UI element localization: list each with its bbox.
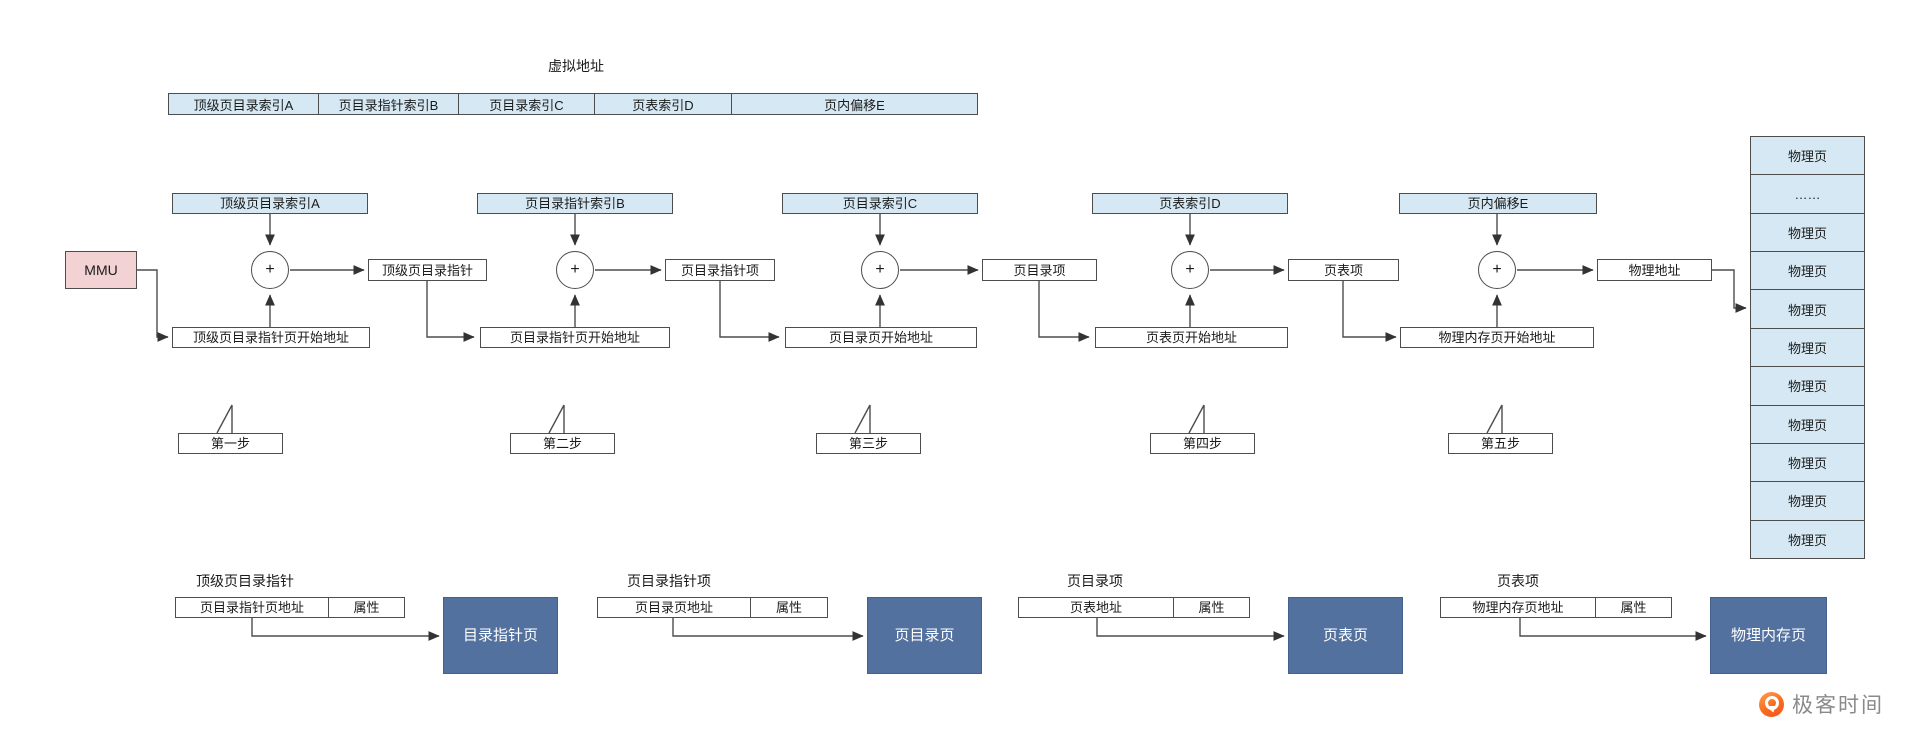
physical-page-row: 物理页	[1751, 212, 1864, 251]
physical-page-row-ellipsis: ……	[1751, 174, 1864, 212]
stage3-step-callout: 第三步	[816, 433, 921, 454]
geektime-logo-icon	[1759, 691, 1784, 717]
physical-page-row: 物理页	[1751, 251, 1864, 289]
physical-page-column: 物理页 …… 物理页 物理页 物理页 物理页 物理页 物理页 物理页 物理页 物…	[1750, 136, 1865, 559]
entry1-address-cell: 页目录指针页地址	[175, 597, 329, 618]
stage4-plus-circle: +	[1171, 251, 1209, 289]
entry2-attr-cell: 属性	[750, 597, 828, 618]
stage1-result-box: 顶级页目录指针	[368, 259, 487, 281]
entry2-target-page: 页目录页	[867, 597, 982, 674]
physical-page-row: 物理页	[1751, 366, 1864, 404]
entry3-attr-cell: 属性	[1173, 597, 1250, 618]
stage2-index-box: 页目录指针索引B	[477, 193, 673, 214]
va-segment-top-dir-index: 顶级页目录索引A	[193, 97, 294, 113]
entry4-address-cell: 物理内存页地址	[1440, 597, 1596, 618]
entry3-title: 页目录项	[1067, 573, 1123, 589]
va-segment-table-index: 页表索引D	[594, 94, 731, 114]
entry4-title: 页表项	[1497, 573, 1539, 589]
stage4-base-box: 页表页开始地址	[1095, 327, 1288, 348]
stage4-result-box: 页表项	[1288, 259, 1399, 281]
physical-page-row: 物理页	[1751, 327, 1864, 366]
entry1-target-page: 目录指针页	[443, 597, 558, 674]
stage3-result-box: 页目录项	[982, 259, 1097, 281]
entry4-attr-cell: 属性	[1595, 597, 1672, 618]
stage2-plus-circle: +	[556, 251, 594, 289]
va-segment-dir-index: 页目录索引C	[458, 94, 594, 114]
stage3-plus-circle: +	[861, 251, 899, 289]
va-segment-offset: 页内偏移E	[731, 94, 977, 114]
stage3-index-box: 页目录索引C	[782, 193, 978, 214]
stage1-base-box: 顶级页目录指针页开始地址	[172, 327, 370, 348]
stage5-step-callout: 第五步	[1448, 433, 1553, 454]
mmu-box: MMU	[65, 251, 137, 289]
entry2-address-cell: 页目录页地址	[597, 597, 751, 618]
physical-page-row: 物理页	[1751, 481, 1864, 519]
entry4-target-page: 物理内存页	[1710, 597, 1827, 674]
virtual-address-title: 虚拟地址	[548, 58, 604, 74]
geektime-logo: 极客时间	[1759, 689, 1884, 719]
stage1-index-box: 顶级页目录索引A	[172, 193, 368, 214]
stage3-base-box: 页目录页开始地址	[785, 327, 977, 348]
stage4-step-callout: 第四步	[1150, 433, 1255, 454]
stage2-step-callout: 第二步	[510, 433, 615, 454]
stage4-index-box: 页表索引D	[1092, 193, 1288, 214]
stage5-result-box: 物理地址	[1597, 259, 1712, 281]
physical-page-row-pointed: 物理页	[1751, 289, 1864, 327]
physical-page-row: 物理页	[1787, 149, 1827, 165]
entry1-attr-cell: 属性	[328, 597, 405, 618]
physical-page-row: 物理页	[1751, 519, 1864, 558]
stage5-index-box: 页内偏移E	[1399, 193, 1597, 214]
va-segment-dir-ptr-index: 页目录指针索引B	[318, 94, 458, 114]
virtual-address-bar: 顶级页目录索引A 页目录指针索引B 页目录索引C 页表索引D 页内偏移E	[168, 93, 978, 115]
stage1-step-callout: 第一步	[178, 433, 283, 454]
physical-page-row: 物理页	[1751, 404, 1864, 443]
entry1-title: 顶级页目录指针	[196, 573, 294, 589]
stage1-plus-circle: +	[251, 251, 289, 289]
stage5-plus-circle: +	[1478, 251, 1516, 289]
stage5-base-box: 物理内存页开始地址	[1400, 327, 1594, 348]
stage2-base-box: 页目录指针页开始地址	[480, 327, 670, 348]
entry2-title: 页目录指针项	[627, 573, 711, 589]
stage2-result-box: 页目录指针项	[665, 259, 775, 281]
physical-page-row: 物理页	[1751, 442, 1864, 481]
entry3-address-cell: 页表地址	[1018, 597, 1174, 618]
geektime-logo-text: 极客时间	[1792, 694, 1884, 717]
entry3-target-page: 页表页	[1288, 597, 1403, 674]
